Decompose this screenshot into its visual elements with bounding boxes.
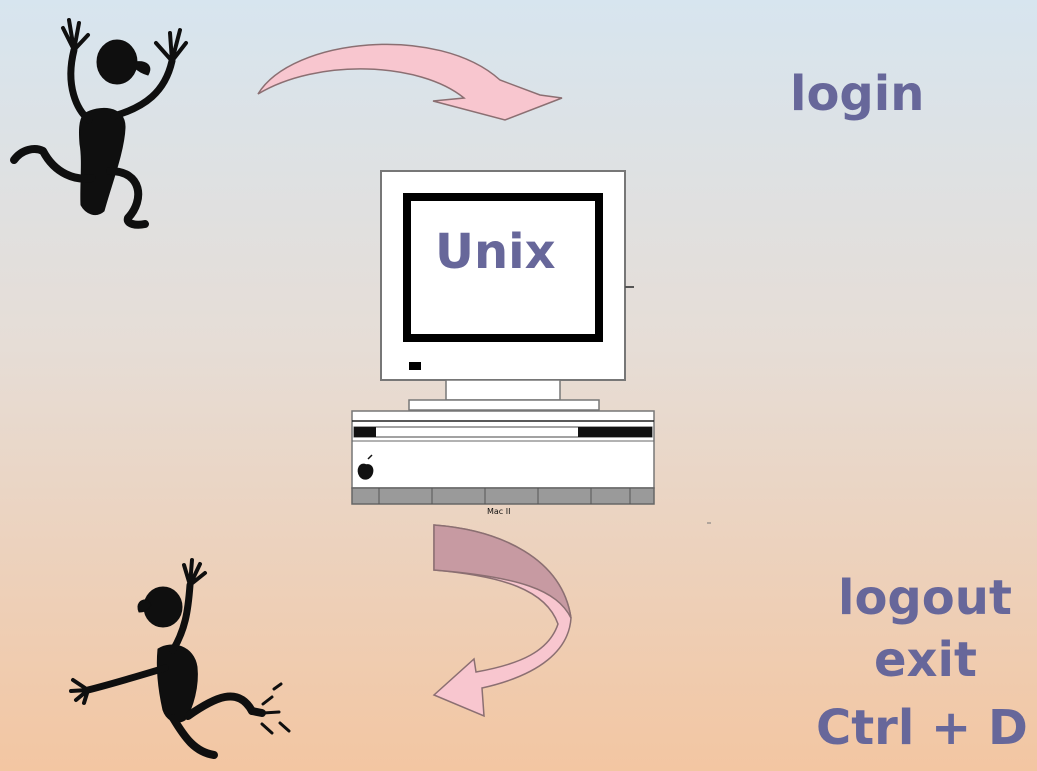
login-arrow-icon bbox=[257, 43, 563, 121]
login-person-icon bbox=[10, 18, 188, 229]
computer-model-label: Mac II bbox=[487, 507, 511, 516]
logout-person-icon bbox=[69, 558, 291, 759]
logout-arrow-icon bbox=[432, 524, 572, 718]
computer-icon bbox=[351, 170, 711, 524]
login-label: login bbox=[790, 66, 925, 122]
ctrl-d-label: Ctrl + D bbox=[816, 700, 1028, 756]
screen-unix-text: Unix bbox=[435, 224, 556, 280]
logout-label: logout bbox=[838, 570, 1012, 626]
exit-label: exit bbox=[874, 632, 977, 688]
